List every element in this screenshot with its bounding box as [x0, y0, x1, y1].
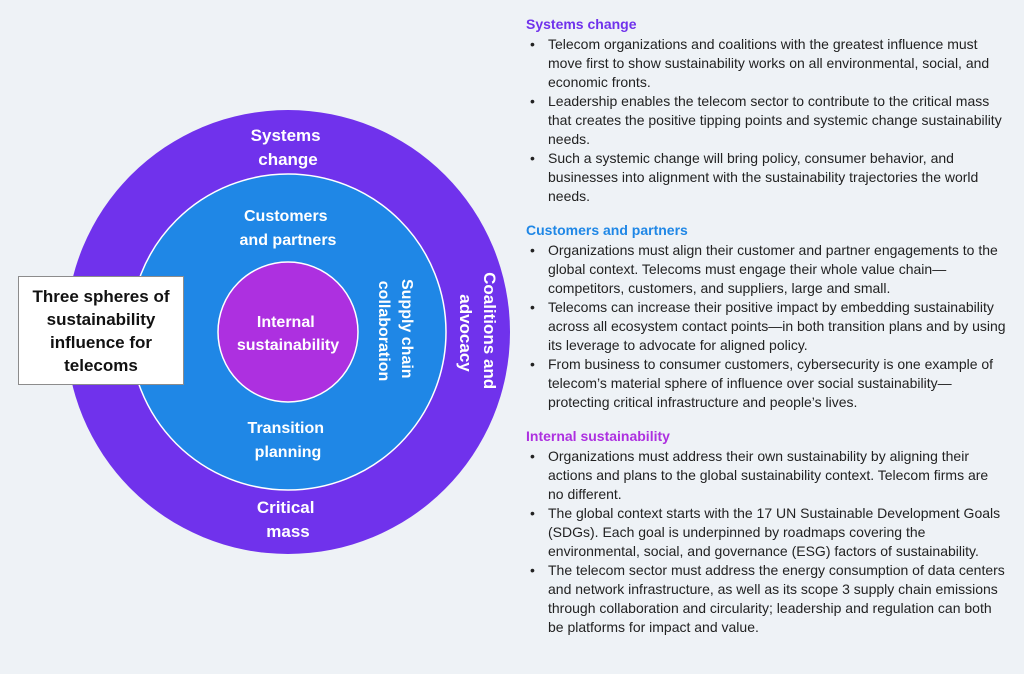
bullet-item: Telecoms can increase their positive imp…: [526, 298, 1006, 355]
section-internal-sustainability: Internal sustainabilityOrganizations mus…: [526, 426, 1006, 637]
section-heading: Customers and partners: [526, 222, 688, 238]
bullet-item: Leadership enables the telecom sector to…: [526, 92, 1006, 149]
middle-top-label: Customers and partners: [240, 208, 337, 249]
bullet-item: From business to consumer customers, cyb…: [526, 355, 1006, 412]
diagram-title-box: Three spheres of sustainability influenc…: [18, 276, 184, 385]
middle-bottom-label: Transition planning: [248, 420, 329, 461]
outer-bottom-label: Critical mass: [257, 498, 319, 541]
bullet-item: Organizations must address their own sus…: [526, 447, 1006, 504]
bullet-list: Telecom organizations and coalitions wit…: [526, 35, 1006, 206]
section-customers-and-partners: Customers and partnersOrganizations must…: [526, 220, 1006, 412]
bullet-item: Telecom organizations and coalitions wit…: [526, 35, 1006, 92]
bullet-list: Organizations must align their customer …: [526, 241, 1006, 412]
diagram-title: Three spheres of sustainability influenc…: [32, 286, 170, 375]
bullet-item: Such a systemic change will bring policy…: [526, 149, 1006, 206]
inner-label: Internal sustainability: [237, 314, 339, 354]
bullet-list: Organizations must address their own sus…: [526, 447, 1006, 637]
outer-top-label: Systems change: [251, 126, 326, 169]
bullet-item: The telecom sector must address the ener…: [526, 561, 1006, 637]
bullet-item: Organizations must align their customer …: [526, 241, 1006, 298]
bullet-item: The global context starts with the 17 UN…: [526, 504, 1006, 561]
inner-sphere: [217, 261, 359, 403]
text-panel: Systems changeTelecom organizations and …: [526, 14, 1006, 651]
section-heading: Systems change: [526, 16, 637, 32]
outer-right-label: Coalitions and advocacy: [456, 272, 499, 394]
spheres-diagram: Systems change Critical mass Coalitions …: [66, 110, 510, 554]
section-heading: Internal sustainability: [526, 428, 670, 444]
middle-right-label: Supply chain collaboration: [375, 279, 415, 383]
section-systems-change: Systems changeTelecom organizations and …: [526, 14, 1006, 206]
